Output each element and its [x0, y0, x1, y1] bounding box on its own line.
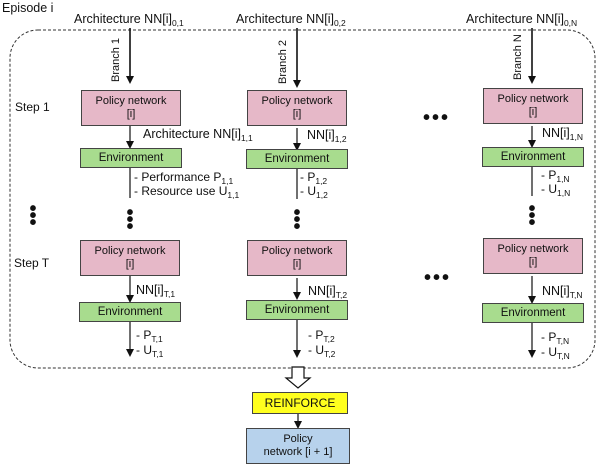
col2-stepT-architecture: NN[i]T,2	[308, 284, 348, 300]
colN-step1-architecture: NN[i]1,N	[542, 126, 584, 142]
step-1-label: Step 1	[15, 100, 50, 114]
colN-stepT-architecture: NN[i]T,N	[542, 284, 583, 300]
col2-stepT-environment: Environment	[246, 300, 348, 320]
col2-step1-architecture: NN[i]1,2	[307, 128, 347, 144]
reinforce-box: REINFORCE	[252, 392, 348, 414]
colN-step1-performance: - P1,N	[541, 168, 570, 184]
colN-stepT-policy-network: Policy network[i]	[483, 238, 583, 274]
col1-stepT-resource: - UT,1	[136, 343, 164, 359]
col1-top-architecture: Architecture NN[i]0,1	[74, 12, 184, 28]
stepT-horizontal-ellipsis: •••	[424, 267, 452, 289]
colN-branch-label: Branch N	[512, 34, 524, 80]
col1-stepT-environment: Environment	[79, 302, 181, 322]
col2-step1-performance: - P1,2	[300, 170, 328, 186]
col2-step1-environment: Environment	[246, 149, 348, 169]
col2-top-architecture: Architecture NN[i]0,2	[236, 12, 346, 28]
colN-stepT-resource: - UT,N	[541, 345, 570, 361]
episode-label: Episode i	[2, 1, 54, 15]
col2-stepT-resource: - UT,2	[308, 343, 336, 359]
col2-branch-label: Branch 2	[277, 39, 289, 84]
col1-stepT-architecture: NN[i]T,1	[136, 283, 176, 299]
colN-top-architecture: Architecture NN[i]0,N	[466, 12, 578, 28]
col1-step1-architecture: Architecture NN[i]1,1	[143, 127, 253, 143]
col1-step1-performance: - Performance P1,1	[134, 170, 234, 186]
colN-stepT-environment: Environment	[482, 303, 584, 323]
col1-branch-label: Branch 1	[110, 37, 122, 82]
left-vertical-ellipsis: •••	[29, 198, 37, 234]
colN-step1-resource: - U1,N	[541, 182, 571, 198]
col2-step1-policy-network: Policy network[i]	[247, 90, 347, 126]
col1-step1-environment: Environment	[80, 148, 182, 168]
col1-step1-policy-network: Policy network[i]	[81, 90, 181, 126]
hollow-down-arrow	[284, 366, 312, 389]
col1-step1-resource: - Resource use U1,1	[134, 184, 240, 200]
col2-stepT-performance: - PT,2	[308, 328, 335, 344]
colN-step1-environment: Environment	[482, 147, 584, 167]
step1-horizontal-ellipsis: •••	[423, 107, 451, 129]
colN-step1-policy-network: Policy network[i]	[483, 88, 583, 124]
step-t-label: Step T	[14, 256, 50, 270]
col2-stepT-policy-network: Policy network[i]	[247, 240, 347, 276]
col1-vertical-ellipsis: •••	[126, 202, 134, 238]
colN-vertical-ellipsis: •••	[528, 198, 536, 234]
col2-vertical-ellipsis: •••	[293, 202, 301, 238]
col1-stepT-policy-network: Policy network[i]	[80, 240, 180, 276]
colN-stepT-performance: - PT,N	[541, 330, 570, 346]
col2-step1-resource: - U1,2	[300, 184, 328, 200]
col1-stepT-performance: - PT,1	[136, 328, 163, 344]
episode-container	[9, 29, 596, 369]
